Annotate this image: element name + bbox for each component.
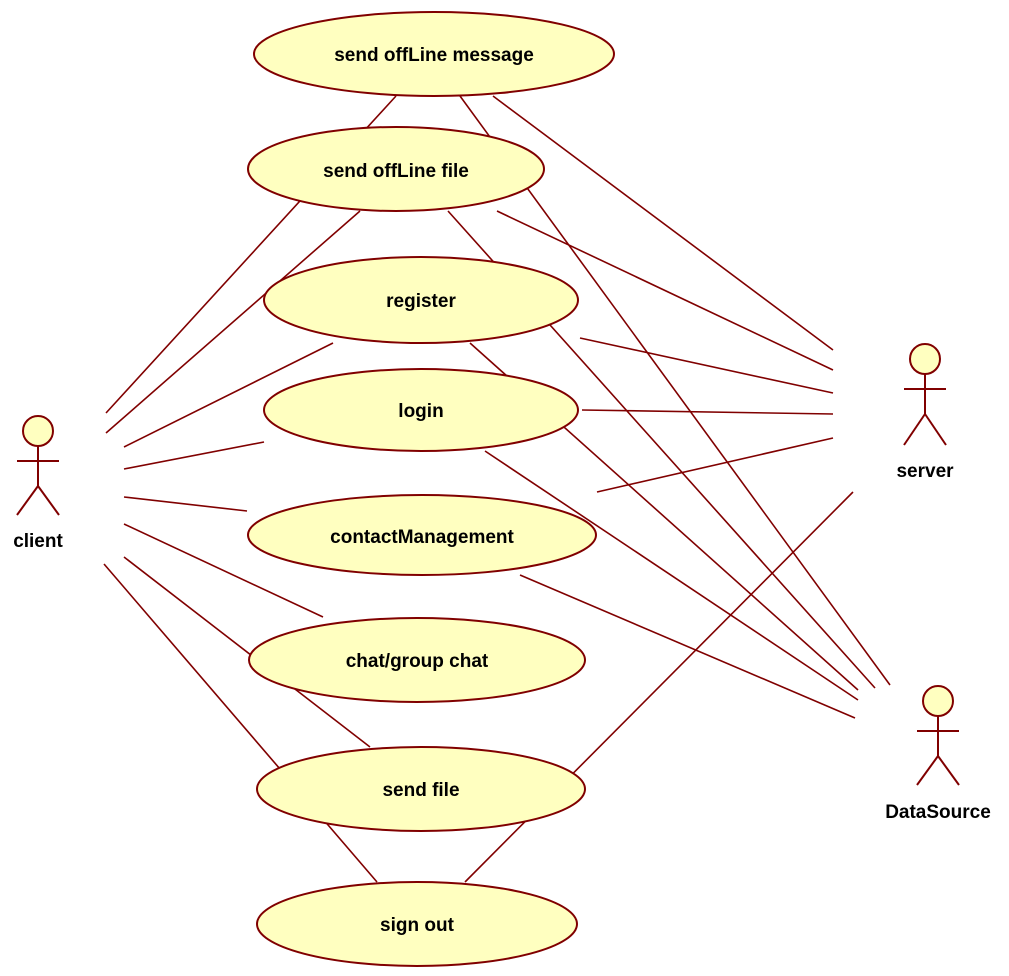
use-case-label: chat/group chat: [346, 651, 489, 672]
association-client-sign-out: [103, 563, 378, 883]
association-login-server: [581, 409, 834, 415]
use-case-register[interactable]: register: [263, 256, 579, 344]
use-case-send-offline-message[interactable]: send offLine message: [253, 11, 615, 97]
association-contact-management-server: [596, 437, 834, 493]
association-register-server: [579, 337, 834, 394]
use-case-contact-management[interactable]: contactManagement: [247, 494, 597, 576]
stick-figure-icon: [16, 415, 60, 516]
use-case-label: login: [398, 401, 443, 422]
associations: [103, 95, 891, 883]
actor-datasource[interactable]: DataSource: [885, 685, 991, 823]
use-case-label: contactManagement: [330, 527, 514, 548]
use-case-sign-out[interactable]: sign out: [256, 881, 578, 967]
association-client-register: [123, 342, 334, 448]
use-case-login[interactable]: login: [263, 368, 579, 452]
use-case-send-file[interactable]: send file: [256, 746, 586, 832]
stick-figure-icon: [903, 343, 947, 446]
association-login-datasource: [484, 450, 859, 701]
association-client-send-offline-file: [105, 210, 361, 434]
association-client-contact-management: [123, 496, 248, 512]
actor-label: DataSource: [885, 802, 991, 823]
actor-client[interactable]: client: [13, 415, 63, 552]
stick-figure-icon: [916, 685, 960, 786]
association-send-offline-message-datasource: [459, 95, 891, 686]
association-client-login: [123, 441, 265, 470]
association-client-chat-group-chat: [123, 523, 324, 618]
use-case-label: send file: [382, 780, 459, 801]
association-client-send-file: [123, 556, 371, 748]
association-send-offline-message-server: [492, 95, 834, 351]
actor-server[interactable]: server: [896, 343, 954, 482]
use-case-label: sign out: [380, 915, 455, 936]
use-case-chat-group-chat[interactable]: chat/group chat: [248, 617, 586, 703]
association-contact-management-datasource: [519, 574, 856, 719]
use-case-label: send offLine file: [323, 161, 469, 182]
use-case-send-offline-file[interactable]: send offLine file: [247, 126, 545, 212]
actor-label: server: [896, 461, 954, 482]
use-case-label: register: [386, 291, 456, 312]
use-case-label: send offLine message: [334, 45, 534, 66]
actor-label: client: [13, 531, 63, 552]
association-send-offline-file-server: [496, 210, 834, 371]
